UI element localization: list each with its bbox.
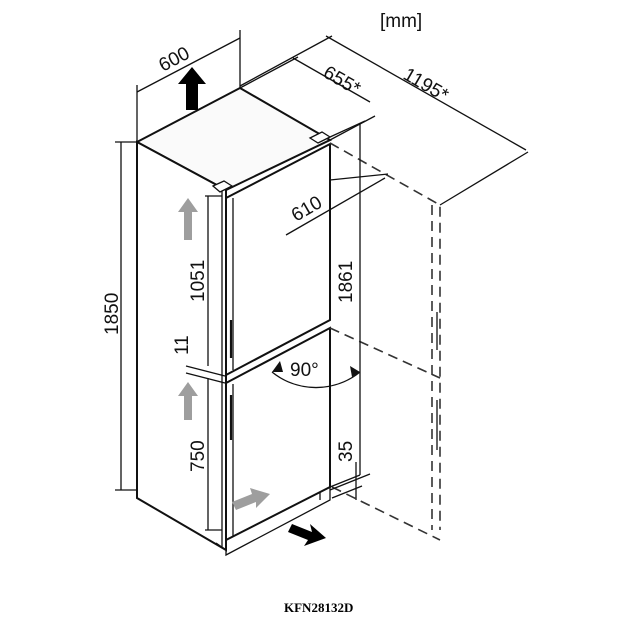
depth-open-label: 1195* bbox=[400, 64, 453, 107]
units-label: [mm] bbox=[380, 11, 422, 32]
dim-height-total: 1850 bbox=[102, 141, 137, 491]
dim-height-hinge: 1861 bbox=[329, 120, 371, 491]
plinth-label: 35 bbox=[336, 441, 357, 462]
dim-plinth: 35 bbox=[329, 441, 363, 500]
lower-door-label: 750 bbox=[188, 440, 209, 472]
dim-lower-door: 750 bbox=[188, 378, 222, 531]
upper-door-label: 1051 bbox=[188, 260, 209, 302]
model-label: KFN28132D bbox=[284, 600, 353, 615]
door-angle-label: 90° bbox=[290, 360, 319, 381]
airflow-arrow-icon bbox=[178, 198, 270, 510]
front-hinge bbox=[211, 180, 234, 193]
height-hinge-label: 1861 bbox=[336, 261, 357, 303]
open-door-outline bbox=[329, 142, 441, 541]
door-angle: 90° bbox=[271, 360, 361, 389]
gap-label: 11 bbox=[172, 335, 193, 355]
dim-gap: 11 bbox=[172, 335, 226, 384]
front-airflow-arrow-icon bbox=[288, 524, 326, 546]
up-arrow-icon bbox=[178, 67, 206, 110]
height-total-label: 1850 bbox=[102, 293, 123, 335]
upper-door bbox=[225, 142, 331, 377]
fridge-body bbox=[134, 86, 333, 552]
dim-upper-door: 1051 bbox=[185, 195, 226, 377]
width-label: 600 bbox=[155, 43, 193, 76]
plinth bbox=[215, 487, 331, 557]
